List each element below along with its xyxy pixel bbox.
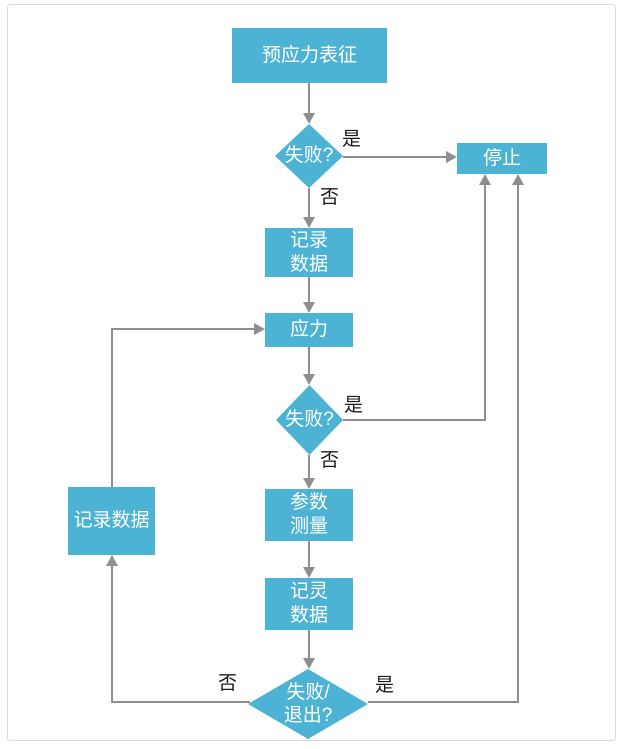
frame-border <box>7 4 616 741</box>
node-record-data-left: 记录数据 <box>68 487 155 555</box>
connector-decision2-to-stop-v <box>484 185 486 421</box>
edge-label-no-2: 否 <box>320 450 340 471</box>
connector-recordleft-to-stress-h <box>111 328 255 330</box>
arrowhead-down-icon <box>303 478 315 489</box>
edge-label-yes-3: 是 <box>375 675 395 696</box>
node-parameter-measurement: 参数 测量 <box>265 489 353 541</box>
arrowhead-up-icon <box>512 174 524 185</box>
connector-decision1-to-record1 <box>308 188 310 218</box>
node-start: 预应力表征 <box>232 28 387 83</box>
connector-record1-to-stress <box>308 277 310 303</box>
connector-decision3-to-stop-h <box>368 701 519 703</box>
edge-label-yes-2: 是 <box>344 395 364 416</box>
edge-label-yes-1: 是 <box>342 129 362 150</box>
arrowhead-down-icon <box>303 658 315 669</box>
arrowhead-down-icon <box>303 113 315 124</box>
connector-recordleft-to-stress-v <box>111 329 113 487</box>
arrowhead-right-icon <box>254 323 265 335</box>
arrowhead-down-icon <box>303 217 315 228</box>
connector-decision2-to-params <box>308 455 310 479</box>
node-record-data-2: 记灵 数据 <box>265 578 353 630</box>
arrowhead-down-icon <box>303 302 315 313</box>
node-record-data-1: 记录 数据 <box>265 228 353 277</box>
node-stress: 应力 <box>265 313 353 347</box>
connector-decision3-to-recordleft-v <box>111 566 113 703</box>
arrowhead-down-icon <box>303 374 315 385</box>
connector-decision1-to-stop <box>343 156 447 158</box>
connector-start-to-decision1 <box>308 83 310 114</box>
arrowhead-up-icon <box>479 174 491 185</box>
edge-label-no-3: 否 <box>218 673 238 694</box>
edge-label-no-1: 否 <box>320 187 340 208</box>
arrowhead-down-icon <box>303 567 315 578</box>
connector-stress-to-decision2 <box>308 347 310 375</box>
node-stop: 停止 <box>457 143 547 174</box>
connector-decision2-to-stop-h <box>343 419 486 421</box>
connector-decision3-to-stop-v <box>517 185 519 703</box>
arrowhead-right-icon <box>446 151 457 163</box>
connector-decision3-to-recordleft-h <box>111 701 250 703</box>
arrowhead-up-icon <box>106 555 118 566</box>
connector-record2-to-decision3 <box>308 630 310 659</box>
connector-params-to-record2 <box>308 541 310 568</box>
